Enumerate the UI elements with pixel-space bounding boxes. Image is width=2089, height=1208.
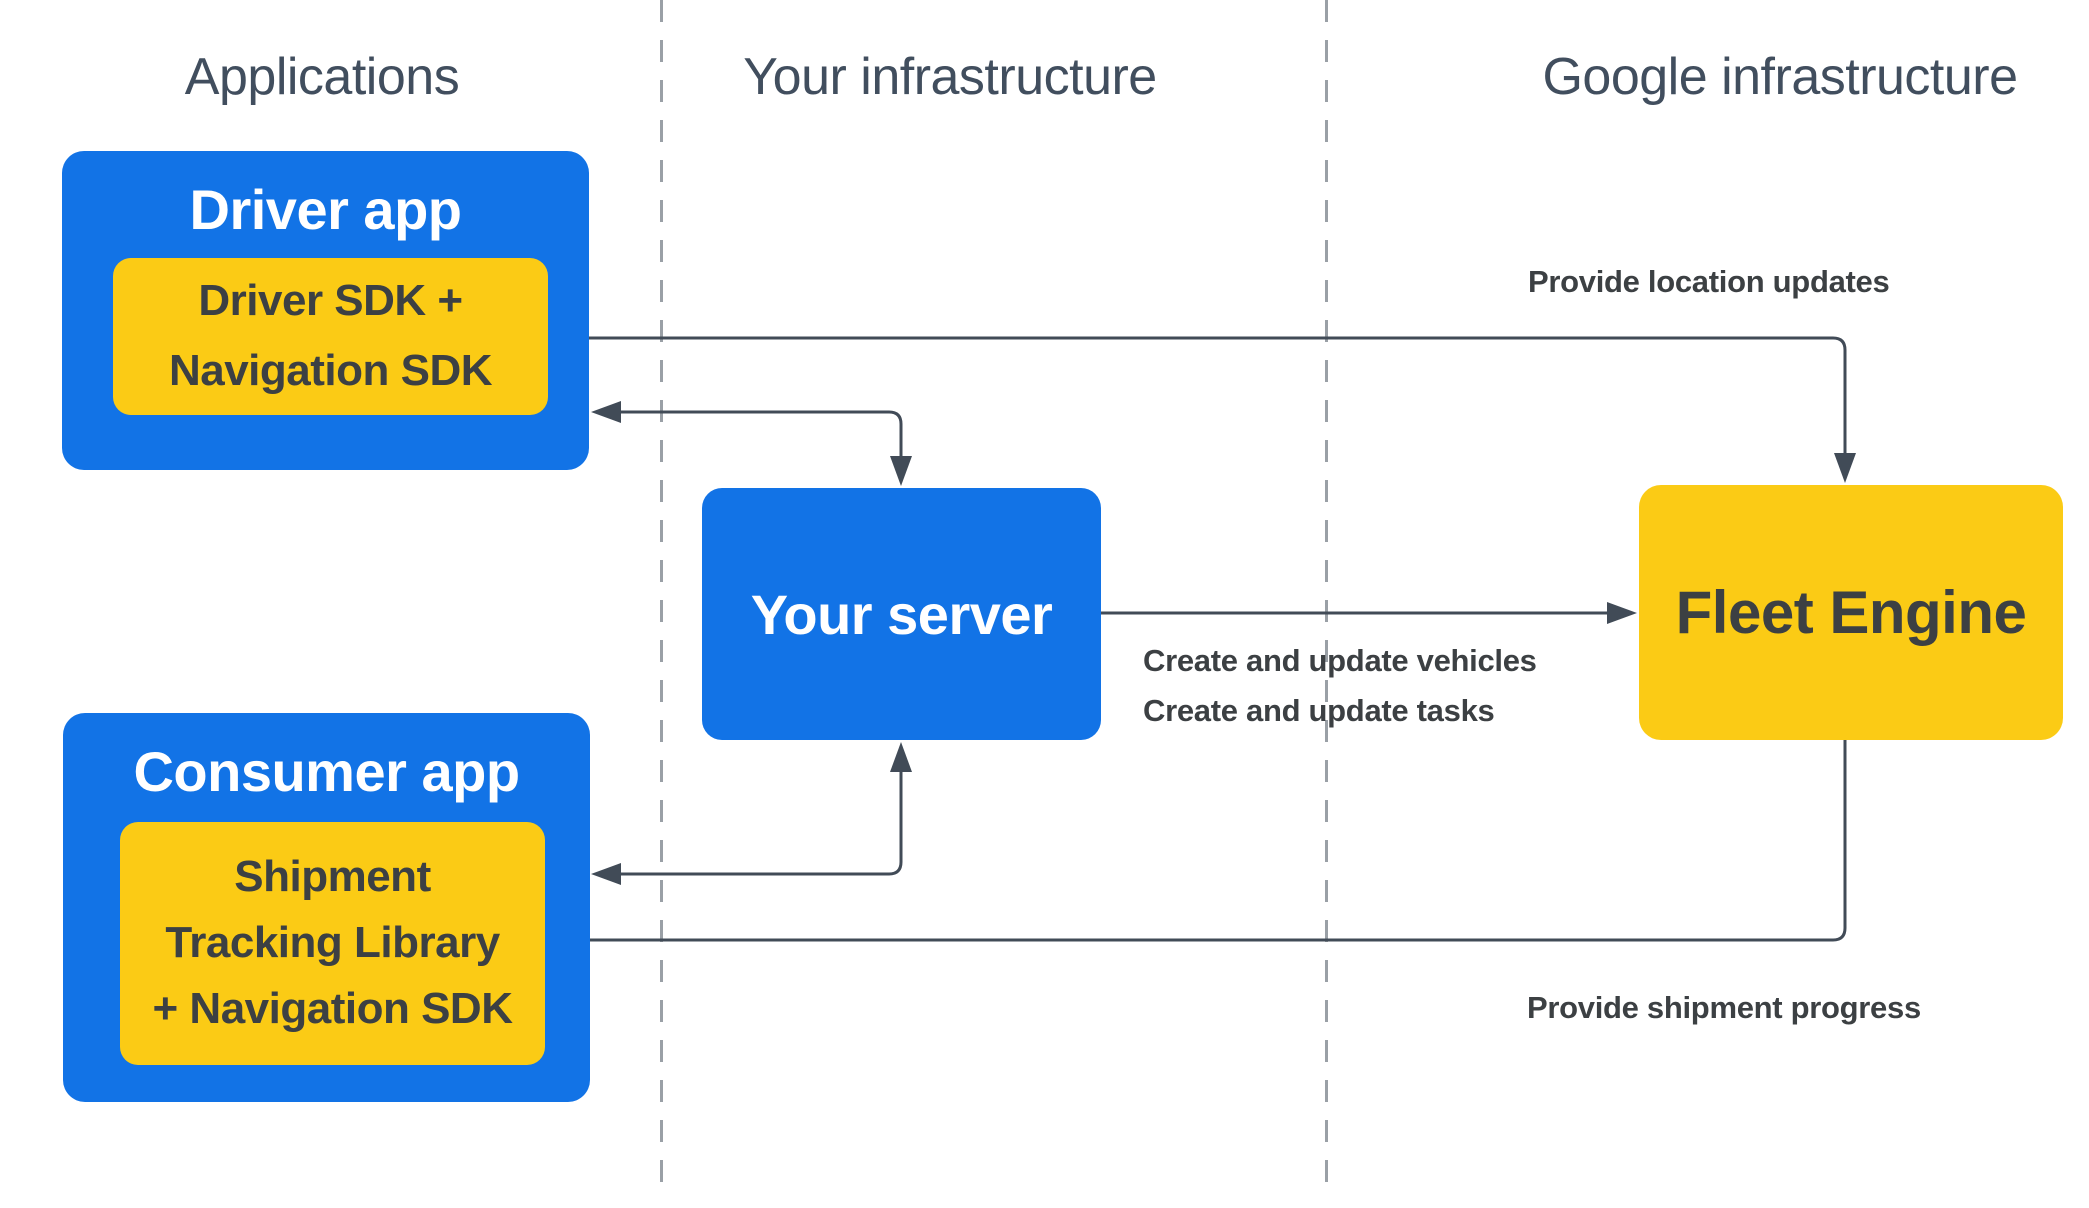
node-title-driver-app: Driver app — [189, 178, 463, 241]
sdk-line: Tracking Library — [165, 918, 500, 967]
node-shipment-tracking-library: Shipment Tracking Library + Navigation S… — [120, 822, 545, 1065]
arrowhead-into-fleet-engine-left — [1607, 602, 1637, 624]
sdk-line: + Navigation SDK — [152, 984, 513, 1033]
column-divider-right — [1325, 0, 1328, 1190]
node-consumer-app: Consumer app Shipment Tracking Library +… — [63, 713, 590, 1102]
node-your-server: Your server — [702, 488, 1101, 740]
node-driver-sdk: Driver SDK + Navigation SDK — [113, 258, 548, 415]
column-divider-left — [660, 0, 663, 1190]
arrow-fleet-engine-shipment-library — [575, 740, 1847, 942]
arrowhead-into-your-server-top — [890, 456, 912, 486]
node-fleet-engine: Fleet Engine — [1639, 485, 2063, 740]
arrowhead-into-driver-app — [591, 401, 621, 423]
arrowhead-into-your-server-bottom — [890, 742, 912, 772]
column-header-your-infrastructure: Your infrastructure — [743, 48, 1157, 106]
sdk-line: Driver SDK + — [198, 276, 463, 325]
column-header-applications: Applications — [184, 48, 460, 106]
arrow-driver-sdk-fleet-engine — [578, 336, 1847, 456]
column-header-google-infrastructure: Google infrastructure — [1542, 48, 2018, 106]
edge-label-create-update-tasks: Create and update tasks — [1143, 693, 1495, 728]
edge-label-provide-shipment-progress: Provide shipment progress — [1527, 990, 1921, 1025]
edge-label-provide-location-updates: Provide location updates — [1528, 264, 1890, 299]
node-title-consumer-app: Consumer app — [133, 740, 520, 803]
node-driver-app: Driver app Driver SDK + Navigation SDK — [62, 151, 589, 470]
edge-label-create-update-vehicles: Create and update vehicles — [1143, 643, 1537, 678]
node-title-fleet-engine: Fleet Engine — [1675, 579, 2027, 646]
node-title-your-server: Your server — [750, 582, 1053, 646]
arrowhead-into-fleet-engine-top — [1834, 453, 1856, 483]
sdk-line: Navigation SDK — [168, 346, 493, 395]
sdk-line: Shipment — [234, 852, 431, 901]
arrowhead-into-consumer-app — [591, 863, 621, 885]
